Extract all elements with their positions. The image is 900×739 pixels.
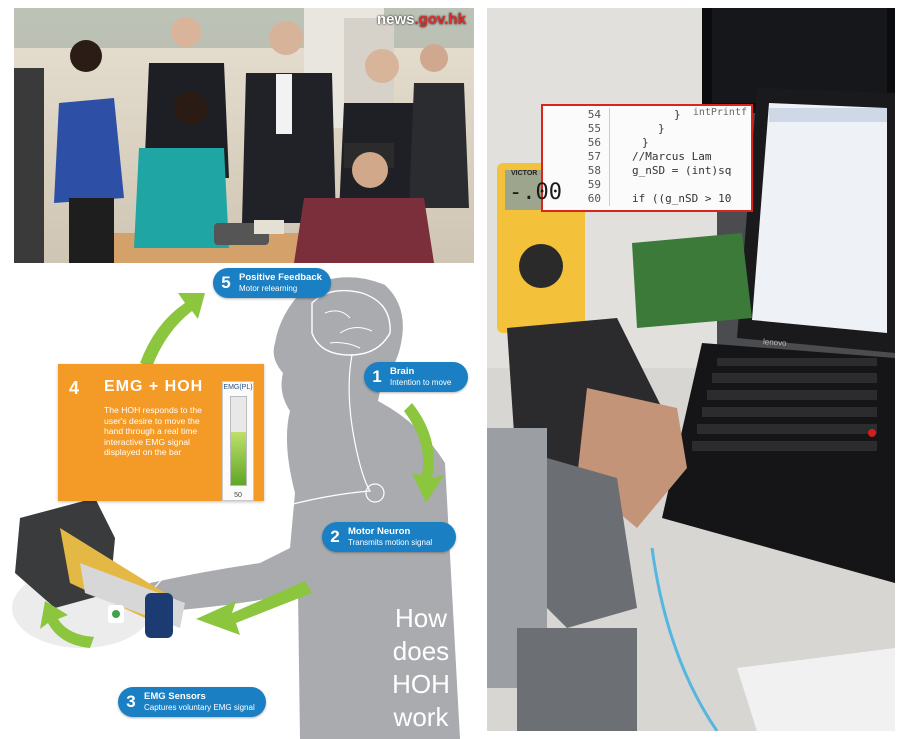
emg-hoh-description: The HOH responds to the user's desire to… bbox=[104, 405, 202, 458]
code-line: 60 if ((g_nSD > 10 bbox=[543, 192, 751, 206]
emg-meter-track bbox=[230, 396, 247, 486]
news-gov-watermark: news.gov.hk bbox=[377, 11, 466, 28]
watermark-domain: .gov.hk bbox=[414, 11, 466, 28]
code-line-number: 55 bbox=[543, 122, 610, 136]
code-line-text: //Marcus Lam bbox=[632, 150, 712, 163]
step-title: Motor Neuron bbox=[348, 526, 411, 537]
demo-photo: news.gov.hk bbox=[14, 8, 474, 263]
lab-photo-scene bbox=[487, 8, 895, 731]
code-line-number: 54 bbox=[543, 108, 610, 122]
code-line-text: g_nSD = (int)sq bbox=[632, 164, 732, 177]
code-line-number: 57 bbox=[543, 150, 610, 164]
step-title: EMG Sensors bbox=[144, 691, 206, 702]
how-does-hoh-work-caption: How does HOH work bbox=[371, 602, 471, 734]
code-line: 55} bbox=[543, 122, 751, 136]
emg-hoh-box: 4 EMG + HOH The HOH responds to the user… bbox=[58, 364, 264, 501]
emg-meter-label: EMG(PL) bbox=[223, 384, 253, 391]
emg-meter: EMG(PL) 50 bbox=[222, 381, 254, 501]
code-line-number: 60 bbox=[543, 192, 610, 206]
code-fragment: intPrintf bbox=[692, 107, 747, 118]
step-4-number: 4 bbox=[69, 378, 80, 398]
code-line-text: } bbox=[658, 122, 665, 135]
body-silhouette bbox=[12, 277, 460, 739]
step-subtitle: Intention to move bbox=[390, 378, 452, 387]
step-number: 3 bbox=[126, 692, 136, 711]
step-subtitle: Captures voluntary EMG signal bbox=[144, 703, 255, 712]
laptop-brand: lenovo bbox=[762, 337, 787, 348]
emg-meter-value: 50 bbox=[234, 492, 242, 499]
multimeter-display: -.00 bbox=[509, 180, 562, 205]
code-line-text: if ((g_nSD > 10 bbox=[632, 192, 732, 205]
emg-hoh-title: EMG + HOH bbox=[104, 378, 204, 395]
watermark-brand: news bbox=[377, 11, 415, 28]
caption-word: does bbox=[392, 636, 450, 666]
emg-meter-fill bbox=[231, 432, 246, 485]
caption-word: HOH bbox=[392, 669, 450, 699]
code-line-number: 56 bbox=[543, 136, 610, 150]
code-line: 57 //Marcus Lam bbox=[543, 150, 751, 164]
code-line-text: } bbox=[642, 136, 649, 149]
step-number: 1 bbox=[372, 367, 382, 386]
step-number: 5 bbox=[221, 273, 231, 292]
step-subtitle: Transmits motion signal bbox=[348, 538, 433, 547]
step-title: Brain bbox=[390, 366, 415, 377]
step-subtitle: Motor relearning bbox=[239, 284, 298, 293]
code-line: 54} bbox=[543, 108, 751, 122]
code-line: 59 bbox=[543, 178, 751, 192]
code-line: 56} bbox=[543, 136, 751, 150]
code-line-number: 59 bbox=[543, 178, 610, 192]
code-line-number: 58 bbox=[543, 164, 610, 178]
caption-word: work bbox=[393, 702, 449, 732]
demo-photo-scene bbox=[14, 8, 474, 263]
code-line: 58 g_nSD = (int)sq bbox=[543, 164, 751, 178]
step-number: 2 bbox=[330, 527, 340, 546]
step-title: Positive Feedback bbox=[239, 272, 322, 283]
caption-word: How bbox=[394, 603, 447, 633]
multimeter-brand: VICTOR bbox=[511, 170, 538, 177]
code-line-text bbox=[610, 178, 632, 192]
code-line-text: } bbox=[674, 108, 681, 121]
